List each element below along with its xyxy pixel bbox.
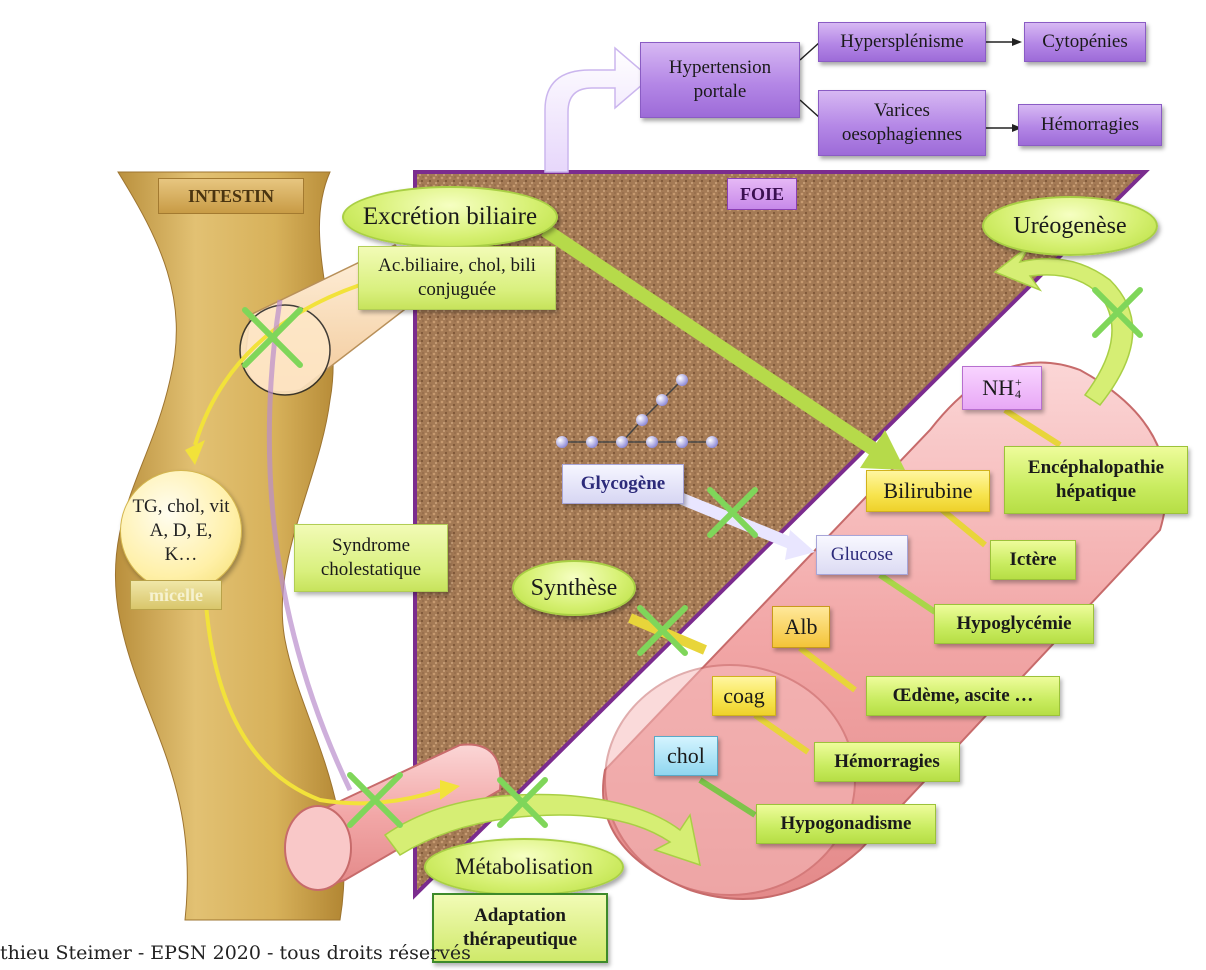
nh4-charge: + <box>1015 375 1022 389</box>
glycogen-chain <box>556 374 718 448</box>
nh4-subscript: 4 <box>1015 387 1021 401</box>
adaptation-therapeutique-box: Adaptation thérapeutique <box>432 893 608 963</box>
hypogonadisme-box: Hypogonadisme <box>756 804 936 844</box>
alb-box: Alb <box>772 606 830 648</box>
hypersplenisme-box: Hypersplénisme <box>818 22 986 62</box>
nh4-box: NH+4 <box>962 366 1042 410</box>
bile-contents-box: Ac.biliaire, chol, bili conjuguée <box>358 246 556 310</box>
cross-glycogene <box>707 487 758 538</box>
portal-connectors <box>799 41 1012 129</box>
bilirubine-box: Bilirubine <box>866 470 990 512</box>
cross-synthese <box>637 605 688 656</box>
portal-flow-line <box>266 299 353 792</box>
nh4-text: NH <box>982 375 1014 400</box>
glycogene-box: Glycogène <box>562 464 684 504</box>
cytopenies-box: Cytopénies <box>1024 22 1146 62</box>
coag-box: coag <box>712 676 776 716</box>
chol-box: chol <box>654 736 718 776</box>
hemorragies-liver-box: Hémorragies <box>814 742 960 782</box>
bile-flow <box>193 283 441 806</box>
arrow-portal <box>544 46 652 173</box>
ureogenese-oval: Uréogenèse <box>982 196 1158 256</box>
oedeme-box: Œdème, ascite … <box>866 676 1060 716</box>
cross-vessel <box>347 772 403 828</box>
hypertension-portale-box: Hypertension portale <box>640 42 800 118</box>
micelle-contents-text: TG, chol, vit A, D, E, K… <box>132 496 230 565</box>
arrow-metabolisation <box>383 793 701 867</box>
micelle-circle: TG, chol, vit A, D, E, K… <box>120 470 242 592</box>
cross-ureogenese <box>1092 287 1143 338</box>
cross-bile-duct <box>242 307 303 368</box>
arrow-excretion-bilirubine <box>541 224 905 470</box>
micelle-label: micelle <box>130 580 222 610</box>
blocked-crosses <box>242 287 1143 828</box>
synthese-oval: Synthèse <box>512 560 636 616</box>
hemorragies-portal-box: Hémorragies <box>1018 104 1162 146</box>
encephalopathie-box: Encéphalopathie hépatique <box>1004 446 1188 514</box>
foie-label: FOIE <box>727 178 797 210</box>
cross-metabolisation <box>497 777 548 828</box>
glucose-box: Glucose <box>816 535 908 575</box>
ictere-box: Ictère <box>990 540 1076 580</box>
syndrome-cholestatique-box: Syndrome cholestatique <box>294 524 448 592</box>
copyright-footer: thieu Steimer - EPSN 2020 - tous droits … <box>0 942 471 964</box>
hypoglycemie-box: Hypoglycémie <box>934 604 1094 644</box>
varices-box: Varices oesophagiennes <box>818 90 986 156</box>
excretion-biliaire-oval: Excrétion biliaire <box>342 186 558 248</box>
metabolisation-oval: Métabolisation <box>424 838 624 896</box>
intestin-label: INTESTIN <box>158 178 304 214</box>
